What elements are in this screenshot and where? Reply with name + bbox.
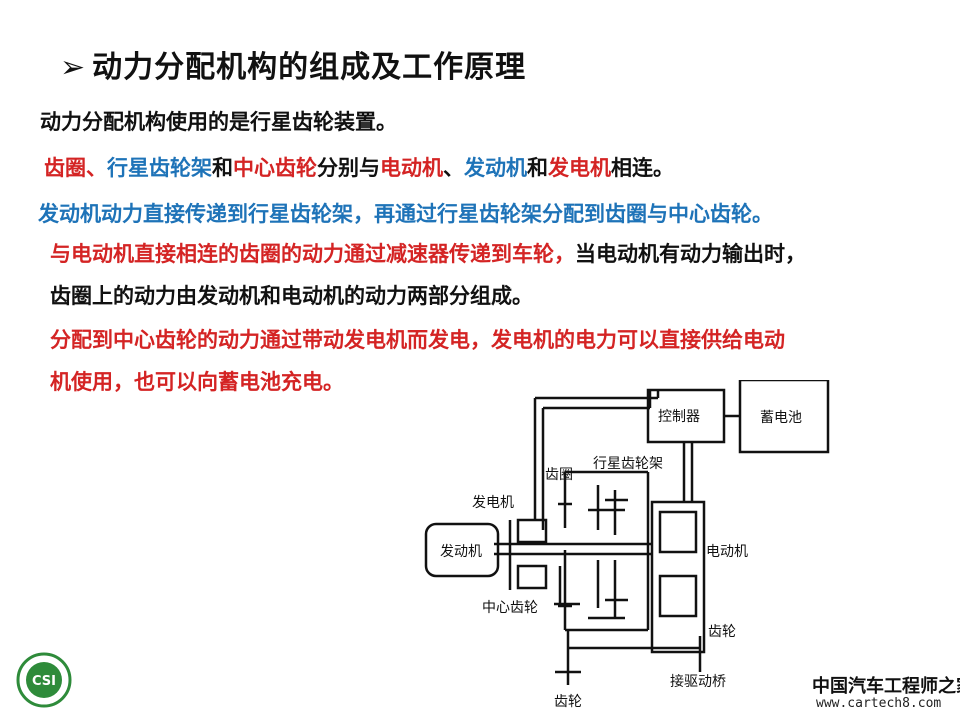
paragraph-ring-gear-power-line2: 齿圈上的动力由发动机和电动机的动力两部分组成。	[50, 284, 533, 308]
motor-box	[650, 500, 706, 654]
label-sun-gear: 中心齿轮	[482, 600, 538, 616]
slide-title: ➢动力分配机构的组成及工作原理	[60, 42, 526, 86]
connector-and: 和	[527, 156, 548, 180]
connector-respectively: 分别与	[317, 156, 380, 180]
logo-text: CSI	[32, 674, 56, 689]
paragraph-ring-gear-power-line1: 与电动机直接相连的齿圈的动力通过减速器传递到车轮，当电动机有动力输出时，	[50, 238, 806, 268]
connector-and: 和	[212, 156, 233, 180]
label-generator: 发电机	[472, 495, 514, 511]
term-motor: 电动机	[380, 156, 443, 180]
paragraph-connections: 齿圈、行星齿轮架和中心齿轮分别与电动机、发动机和发电机相连。	[44, 152, 674, 182]
generator-lower	[516, 564, 548, 590]
connector-connected: 相连。	[611, 156, 674, 180]
separator: 、	[443, 156, 464, 180]
term-sun-gear: 中心齿轮	[233, 156, 317, 180]
term-engine: 发动机	[464, 156, 527, 180]
generator-upper	[516, 518, 548, 544]
label-ring-gear: 齿圈	[545, 467, 573, 483]
label-motor: 电动机	[706, 544, 748, 560]
paragraph-engine-power: 发动机动力直接传递到行星齿轮架，再通过行星齿轮架分配到齿圈与中心齿轮。	[38, 202, 773, 226]
ring-gear-power-text: 与电动机直接相连的齿圈的动力通过减速器传递到车轮，	[50, 242, 575, 266]
logo-core	[26, 662, 62, 698]
slide-title-text: 动力分配机构的组成及工作原理	[92, 50, 527, 85]
label-drive-axle: 接驱动桥	[670, 673, 726, 690]
power-split-diagram: 控制器 蓄电池 齿圈 行星齿轮架 发电机 发动机 电动机 中心齿轮 齿轮 接驱动…	[424, 380, 830, 710]
label-planet-carrier: 行星齿轮架	[593, 456, 663, 472]
label-gear-right: 齿轮	[708, 624, 736, 640]
paragraph-planetary-gear: 动力分配机构使用的是行星齿轮装置。	[40, 110, 397, 134]
watermark-url: www.cartech8.com	[816, 696, 942, 711]
paragraph-sun-gear-power-line1: 分配到中心齿轮的动力通过带动发电机而发电，发电机的电力可以直接供给电动	[50, 328, 785, 352]
logo: CSI	[16, 652, 72, 708]
label-gear-bottom: 齿轮	[554, 694, 582, 710]
paragraph-sun-gear-power-line2: 机使用，也可以向蓄电池充电。	[50, 370, 344, 394]
watermark-chinese: 中国汽车工程师之家	[812, 676, 960, 697]
term-ring-gear: 齿圈	[44, 156, 86, 180]
motor-winding	[658, 574, 698, 618]
motor-output-text: 当电动机有动力输出时，	[575, 242, 806, 266]
motor-winding	[658, 510, 698, 554]
term-generator: 发电机	[548, 156, 611, 180]
label-battery: 蓄电池	[760, 410, 802, 426]
arrow-bullet-icon: ➢	[60, 50, 87, 85]
label-controller: 控制器	[658, 409, 700, 425]
term-planet-carrier: 行星齿轮架	[107, 156, 212, 180]
separator: 、	[86, 156, 107, 180]
engine-box	[424, 522, 500, 578]
label-engine: 发动机	[440, 544, 482, 560]
